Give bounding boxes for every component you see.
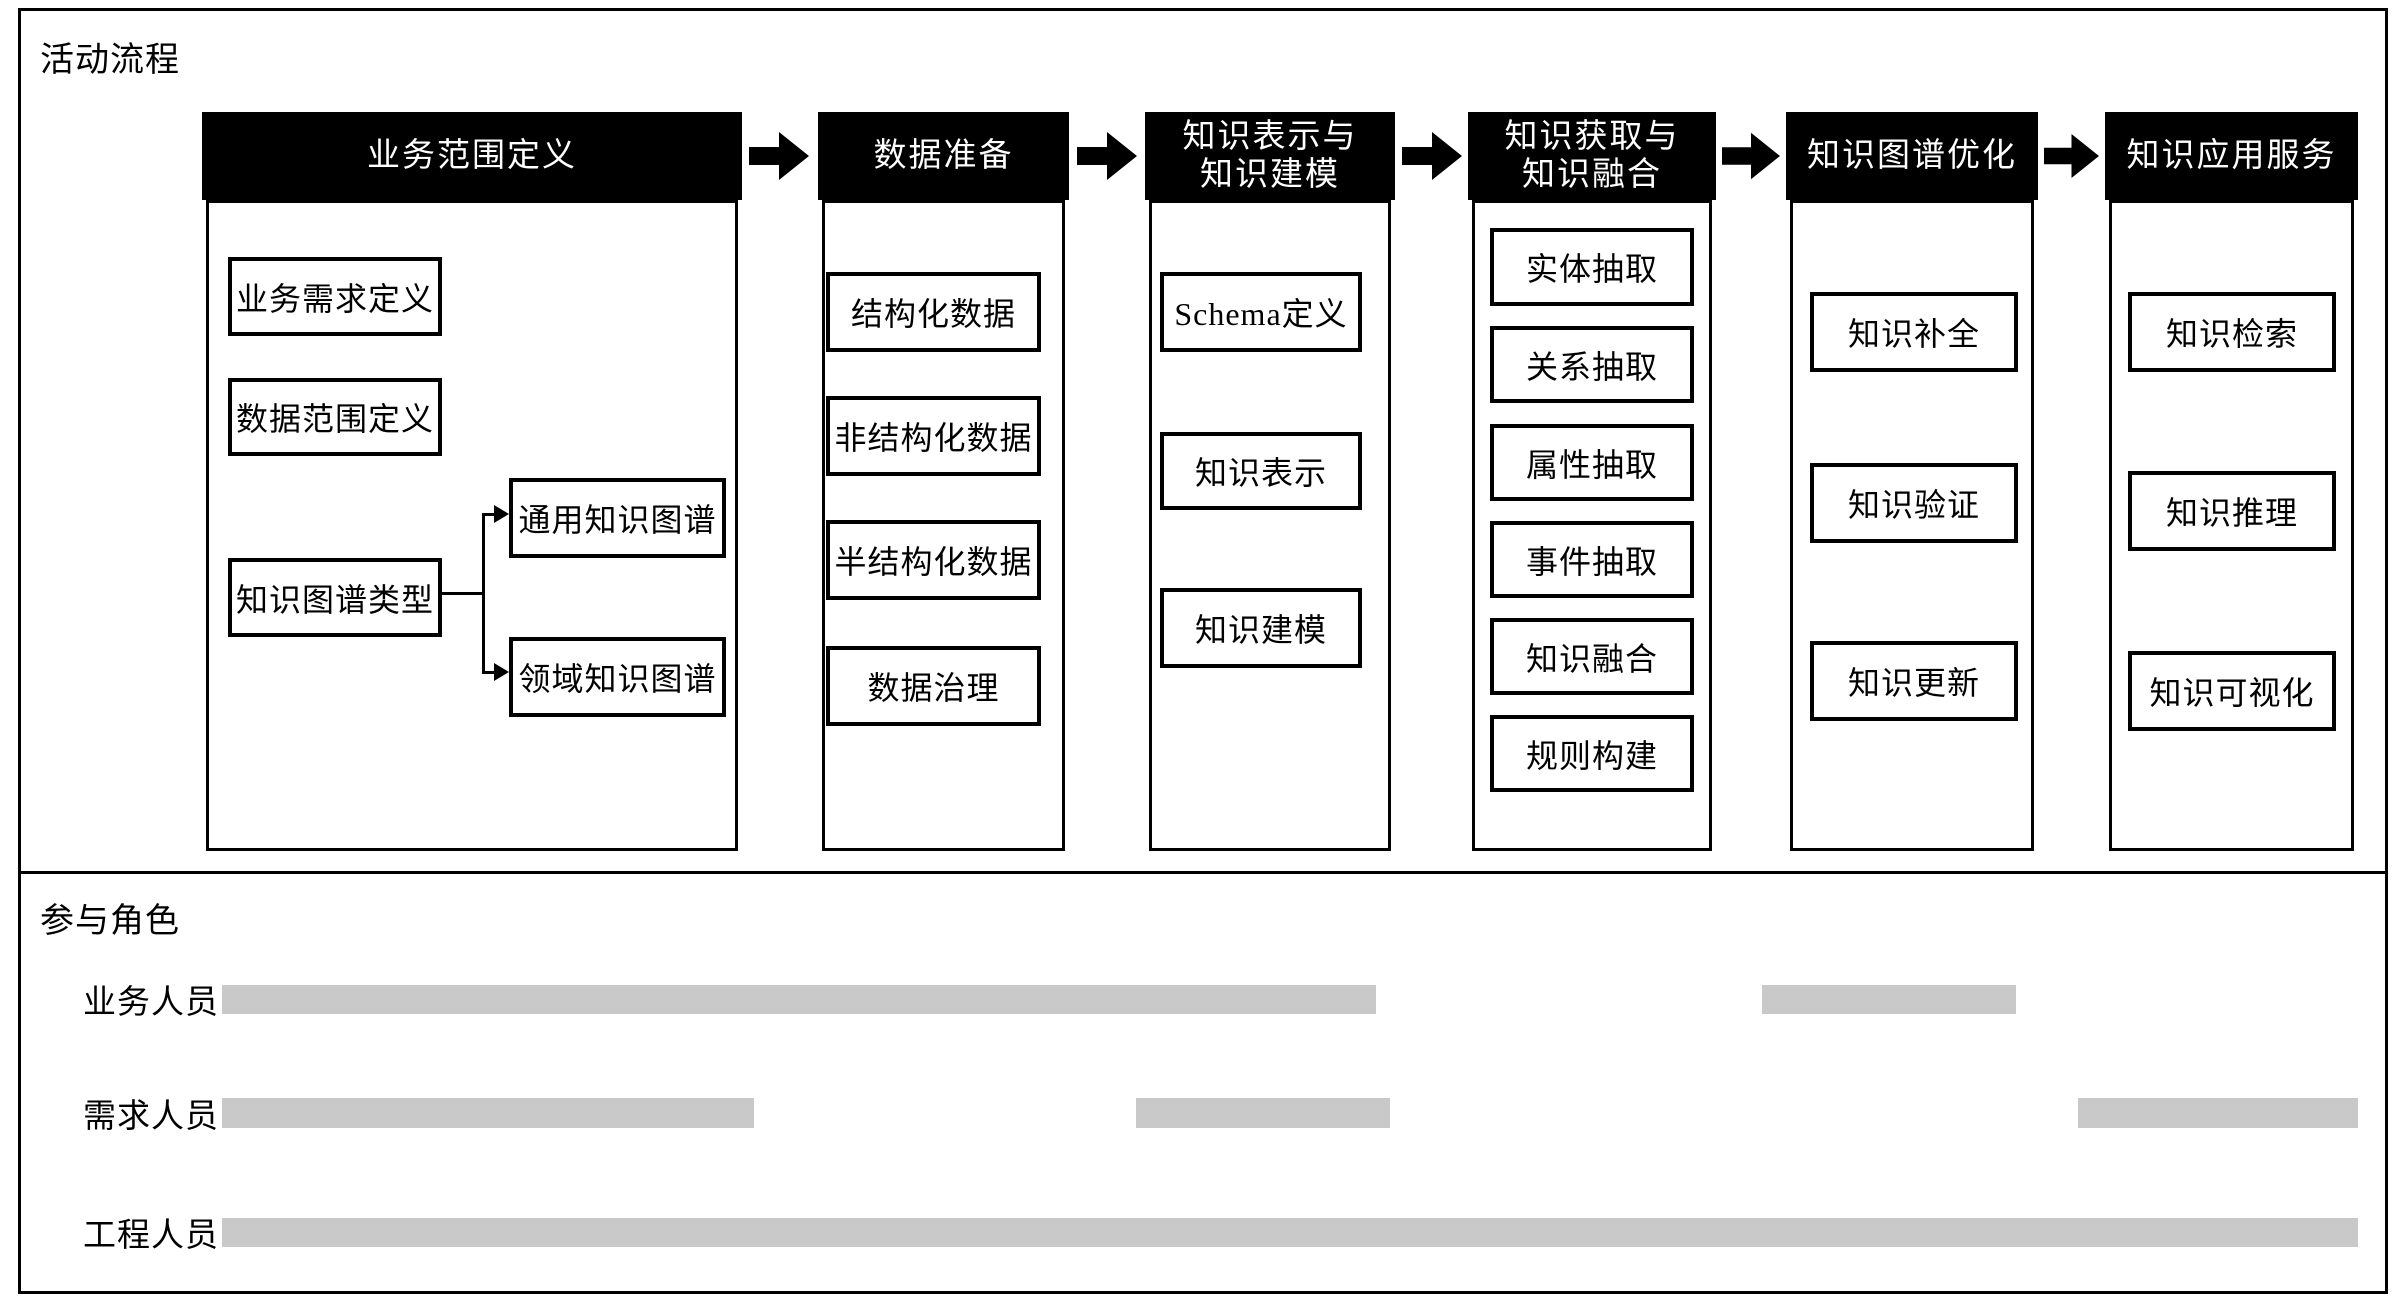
connector-line bbox=[482, 513, 496, 516]
flow-box: 知识可视化 bbox=[2128, 651, 2336, 731]
stage-header-3-line2: 知识建模 bbox=[1200, 157, 1340, 193]
flow-box: 知识更新 bbox=[1810, 641, 2018, 721]
role-row bbox=[0, 1218, 2403, 1247]
section-divider bbox=[18, 871, 2388, 874]
flow-box: 属性抽取 bbox=[1490, 424, 1694, 501]
participation-bar-segment bbox=[1762, 985, 2016, 1014]
flow-box: 知识补全 bbox=[1810, 292, 2018, 372]
role-label: 业务人员 bbox=[83, 985, 219, 1021]
role-row bbox=[0, 1098, 2403, 1128]
participation-bar-segment bbox=[222, 1098, 754, 1128]
flow-arrow-icon bbox=[749, 132, 809, 180]
stage-header-6: 知识应用服务 bbox=[2105, 112, 2358, 200]
flow-box: 非结构化数据 bbox=[826, 396, 1041, 476]
flow-box: 数据范围定义 bbox=[228, 378, 442, 456]
stage-header-3-line1: 知识表示与 bbox=[1182, 119, 1358, 155]
stage-header-4: 知识获取与 知识融合 bbox=[1468, 112, 1716, 200]
participation-bar-segment bbox=[2078, 1098, 2358, 1128]
flow-box: 事件抽取 bbox=[1490, 521, 1694, 598]
flow-box: Schema定义 bbox=[1160, 272, 1362, 352]
stage-header-4-line1: 知识获取与 bbox=[1504, 119, 1680, 155]
flow-box: 知识融合 bbox=[1490, 618, 1694, 695]
connector-line bbox=[482, 671, 496, 674]
stage-header-1-line1: 业务范围定义 bbox=[367, 138, 577, 174]
flow-box: 关系抽取 bbox=[1490, 326, 1694, 403]
bottom-section-label: 参与角色 bbox=[40, 903, 180, 940]
flow-box: 规则构建 bbox=[1490, 715, 1694, 792]
stage-header-2: 数据准备 bbox=[818, 112, 1069, 200]
connector-arrowhead-icon bbox=[494, 663, 509, 681]
stage-header-5: 知识图谱优化 bbox=[1786, 112, 2038, 200]
flow-box: 数据治理 bbox=[826, 646, 1041, 726]
flow-box: 业务需求定义 bbox=[228, 257, 442, 336]
flow-box: 知识验证 bbox=[1810, 463, 2018, 543]
branch-box: 领域知识图谱 bbox=[509, 637, 726, 717]
participation-bar-segment bbox=[1136, 1098, 1390, 1128]
flow-box: 结构化数据 bbox=[826, 272, 1041, 352]
top-section-label: 活动流程 bbox=[40, 42, 180, 79]
flow-box: 实体抽取 bbox=[1490, 228, 1694, 306]
flow-arrow-icon bbox=[1722, 132, 1780, 180]
stage-header-6-line1: 知识应用服务 bbox=[2126, 138, 2337, 174]
flow-arrow-icon bbox=[1077, 132, 1137, 180]
page-border bbox=[18, 8, 2388, 1294]
connector-line bbox=[482, 513, 485, 674]
branch-box: 通用知识图谱 bbox=[509, 478, 726, 558]
participation-bar-segment bbox=[222, 1218, 2358, 1247]
stage-header-2-line1: 数据准备 bbox=[873, 138, 1014, 174]
role-row bbox=[0, 985, 2403, 1014]
role-label: 工程人员 bbox=[83, 1218, 219, 1254]
stage-header-3: 知识表示与 知识建模 bbox=[1145, 112, 1395, 200]
connector-line bbox=[442, 592, 485, 595]
stage-header-5-line1: 知识图谱优化 bbox=[1807, 138, 2017, 174]
flow-arrow-icon bbox=[1402, 132, 1462, 180]
flow-box: 半结构化数据 bbox=[826, 520, 1041, 600]
stage-header-1: 业务范围定义 bbox=[202, 112, 742, 200]
flow-box: 知识图谱类型 bbox=[228, 558, 442, 637]
stage-header-4-line2: 知识融合 bbox=[1522, 157, 1662, 193]
flow-box: 知识表示 bbox=[1160, 432, 1362, 510]
flow-box: 知识推理 bbox=[2128, 471, 2336, 551]
flow-box: 知识检索 bbox=[2128, 292, 2336, 372]
role-label: 需求人员 bbox=[83, 1099, 219, 1135]
connector-arrowhead-icon bbox=[494, 505, 509, 523]
participation-bar-segment bbox=[222, 985, 1376, 1014]
flow-box: 知识建模 bbox=[1160, 588, 1362, 668]
flow-arrow-icon bbox=[2044, 134, 2099, 178]
